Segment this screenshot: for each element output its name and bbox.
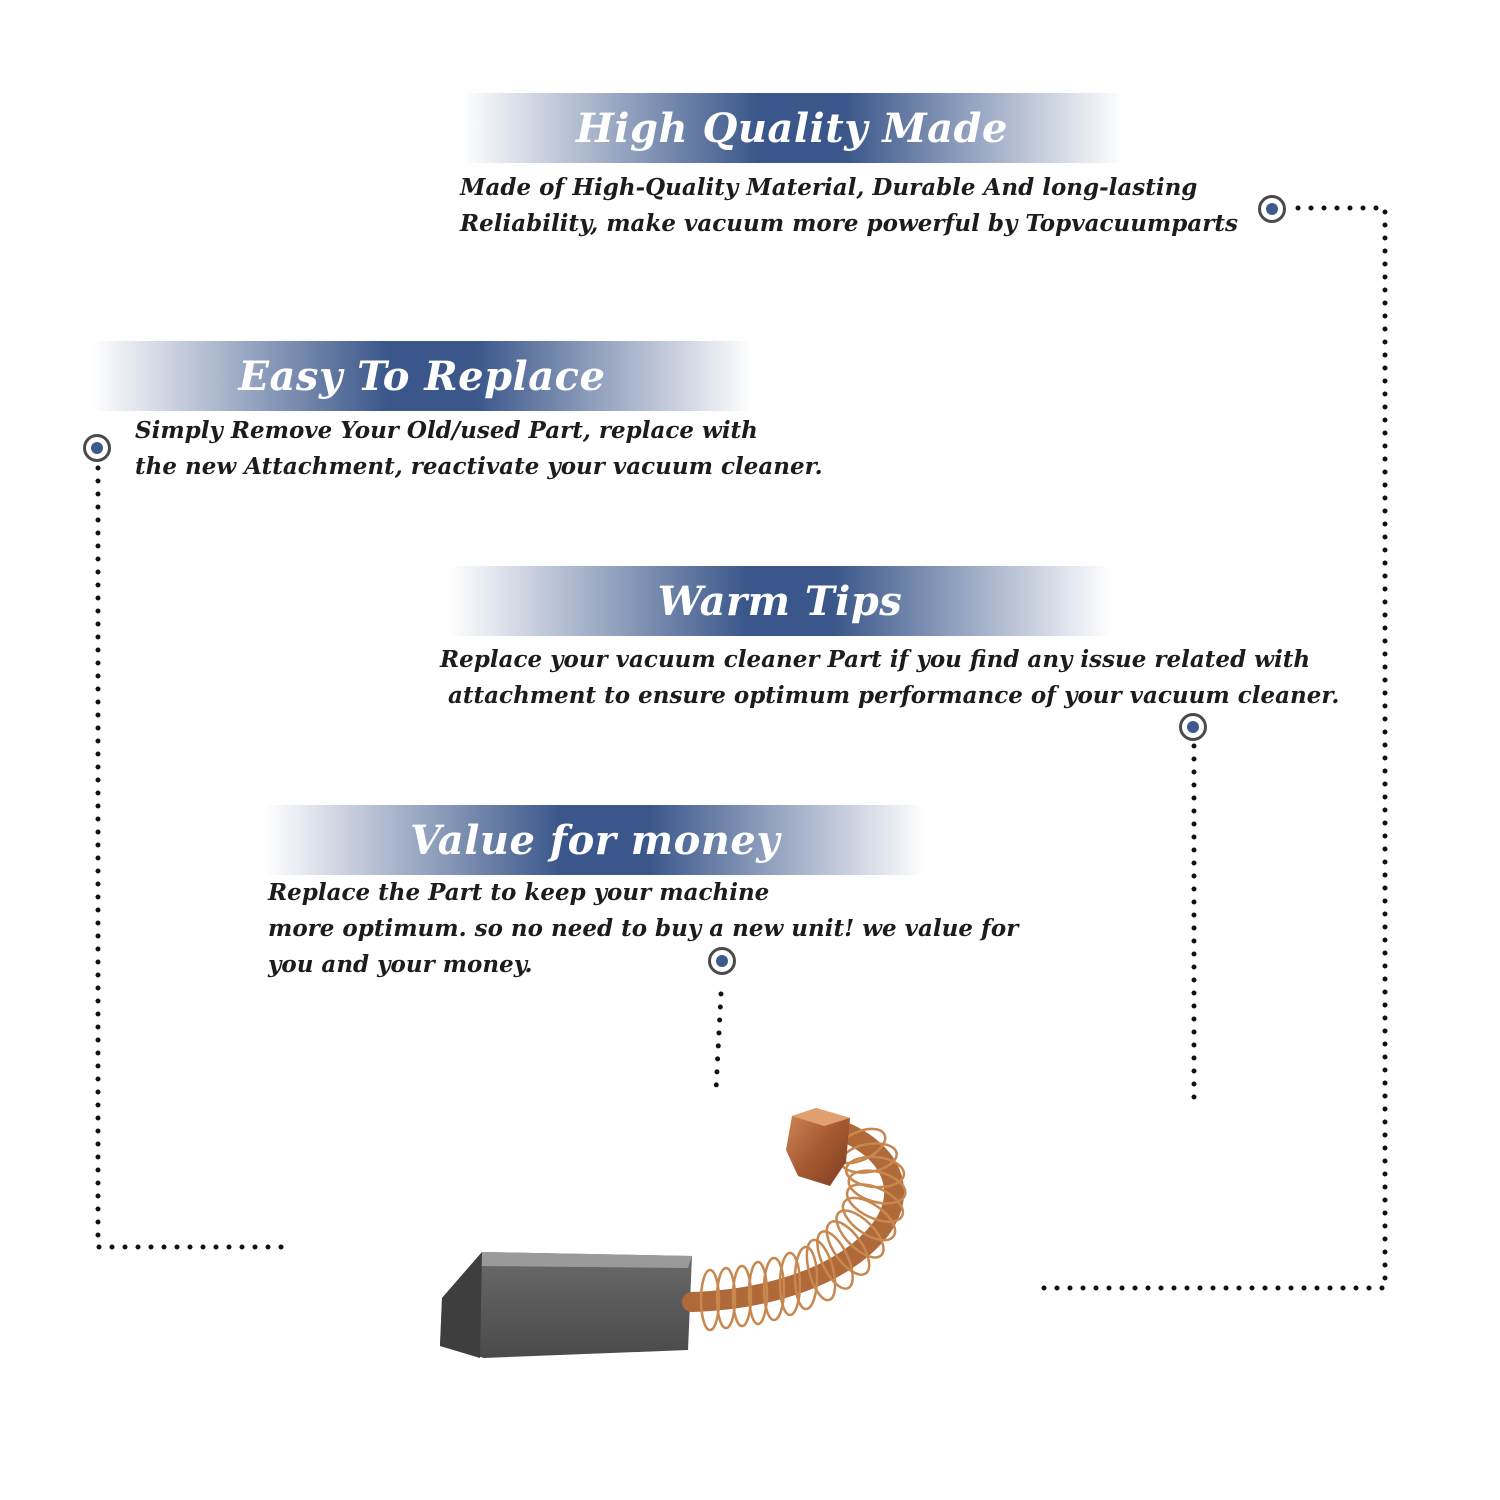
text-line: you and your money. [268, 951, 533, 978]
banner-warm-tips: Warm Tips [450, 566, 1110, 636]
marker-high-quality [1258, 195, 1286, 223]
text-line: more optimum. so no need to buy a new un… [268, 915, 1019, 942]
marker-warm-tips [1179, 713, 1207, 741]
banner-high-quality: High Quality Made [462, 93, 1122, 163]
heading-high-quality: High Quality Made [576, 104, 1008, 152]
text-line: Replace the Part to keep your machine [268, 879, 770, 906]
connector-high-quality [1030, 205, 1388, 1291]
copper-spring [699, 1127, 907, 1332]
carbon-brush-image [440, 1108, 907, 1358]
connector-easy-replace [95, 465, 295, 1250]
banner-value-money: Value for money [265, 805, 925, 875]
text-high-quality: Made of High-Quality Material, Durable A… [460, 170, 1238, 242]
text-value-money: Replace the Part to keep your machine mo… [268, 875, 1018, 983]
marker-value-money [708, 947, 736, 975]
connector-value-money [713, 991, 724, 1093]
text-line: Replace your vacuum cleaner Part if you … [440, 646, 1311, 673]
text-line: Made of High-Quality Material, Durable A… [460, 174, 1198, 201]
text-line: Reliability, make vacuum more powerful b… [460, 210, 1238, 237]
text-line: Simply Remove Your Old/used Part, replac… [135, 417, 758, 444]
heading-value-money: Value for money [409, 816, 781, 864]
heading-warm-tips: Warm Tips [657, 577, 903, 625]
marker-easy-replace [83, 434, 111, 462]
carbon-block [440, 1252, 692, 1358]
text-easy-replace: Simply Remove Your Old/used Part, replac… [135, 413, 823, 485]
copper-terminal [786, 1108, 850, 1186]
text-line: attachment to ensure optimum performance… [440, 682, 1340, 709]
banner-easy-replace: Easy To Replace [92, 341, 752, 411]
text-warm-tips: Replace your vacuum cleaner Part if you … [440, 642, 1339, 714]
heading-easy-replace: Easy To Replace [238, 352, 606, 400]
text-line: the new Attachment, reactivate your vacu… [135, 453, 823, 480]
